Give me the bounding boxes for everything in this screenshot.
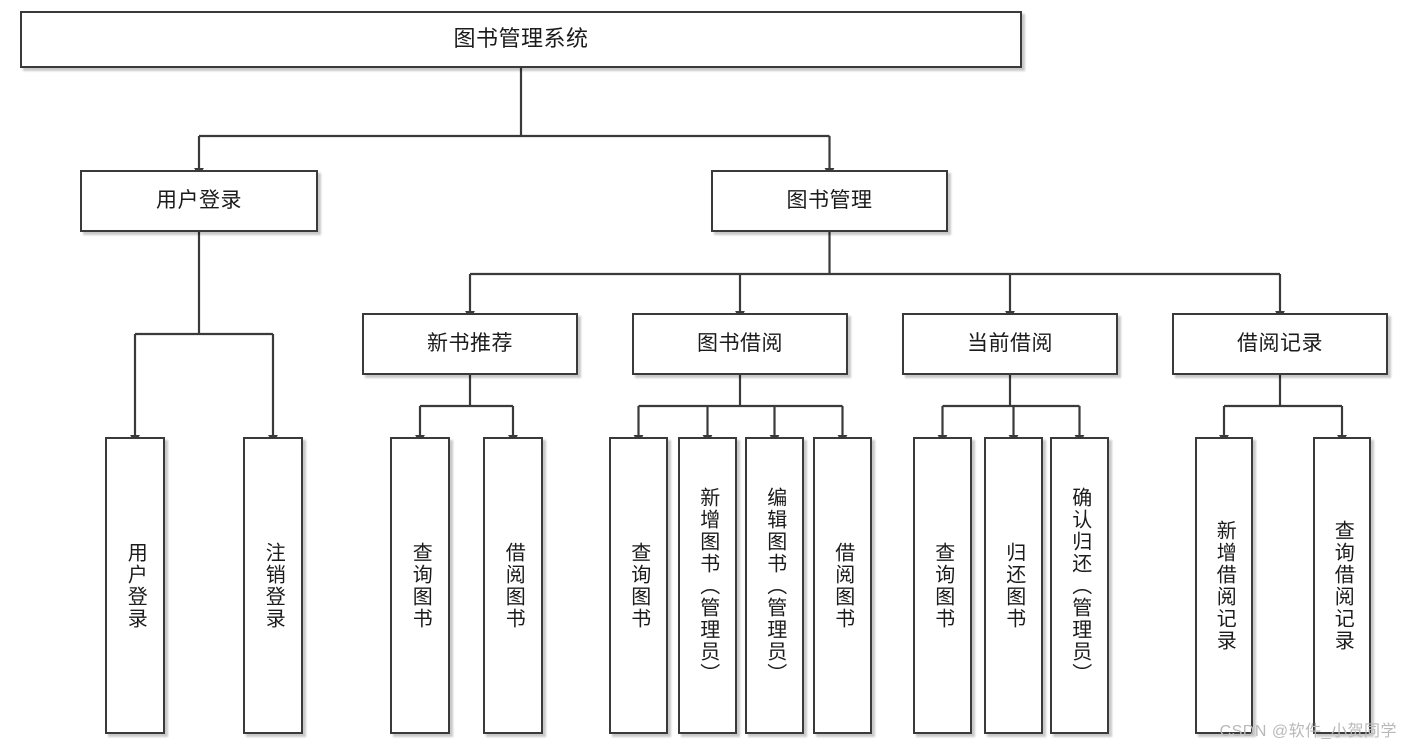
node-label: 用户登录 <box>156 189 242 213</box>
node-label: 新增借阅记录 <box>1213 519 1236 652</box>
node-label: 借阅图书 <box>502 541 525 630</box>
node-leaf-8[interactable]: 借阅图书 <box>813 437 872 734</box>
watermark: CSDN @软件_小贺同学 <box>1219 723 1397 740</box>
node-leaf-2[interactable]: 注销登录 <box>243 437 303 734</box>
node-label: 借阅记录 <box>1237 332 1323 356</box>
node-label: 图书管理 <box>786 189 873 213</box>
node-leaf-12[interactable]: 新增借阅记录 <box>1195 437 1253 734</box>
node-leaf-11[interactable]: 确认归还（管理员） <box>1050 437 1109 734</box>
node-label: 查询图书 <box>627 541 650 630</box>
node-leaf-5[interactable]: 查询图书 <box>609 437 668 734</box>
node-leaf-4[interactable]: 借阅图书 <box>483 437 543 734</box>
node-current[interactable]: 当前借阅 <box>902 313 1118 375</box>
node-borrow[interactable]: 图书借阅 <box>632 313 848 375</box>
node-label: 注销登录 <box>262 541 285 630</box>
node-label: 编辑图书（管理员） <box>763 486 786 685</box>
node-label: 查询图书 <box>931 541 954 630</box>
node-newbook[interactable]: 新书推荐 <box>362 313 578 375</box>
node-label: 图书借阅 <box>697 332 783 356</box>
node-records[interactable]: 借阅记录 <box>1172 313 1388 375</box>
node-label: 当前借阅 <box>967 332 1053 356</box>
node-leaf-6[interactable]: 新增图书（管理员） <box>678 437 737 734</box>
node-leaf-7[interactable]: 编辑图书（管理员） <box>745 437 804 734</box>
node-label: 图书管理系统 <box>453 26 589 52</box>
node-leaf-1[interactable]: 用户登录 <box>105 437 165 734</box>
node-leaf-13[interactable]: 查询借阅记录 <box>1313 437 1371 734</box>
node-root[interactable]: 图书管理系统 <box>20 11 1022 68</box>
node-label: 查询图书 <box>409 541 432 630</box>
node-label: 查询借阅记录 <box>1331 519 1354 652</box>
node-label: 新书推荐 <box>427 332 513 356</box>
node-leaf-9[interactable]: 查询图书 <box>913 437 972 734</box>
node-bookmgmt[interactable]: 图书管理 <box>711 170 948 232</box>
node-login[interactable]: 用户登录 <box>80 170 318 232</box>
node-leaf-3[interactable]: 查询图书 <box>390 437 450 734</box>
node-label: 借阅图书 <box>831 541 854 630</box>
node-label: 归还图书 <box>1002 541 1025 630</box>
node-leaf-10[interactable]: 归还图书 <box>984 437 1043 734</box>
node-label: 用户登录 <box>124 541 147 630</box>
node-label: 新增图书（管理员） <box>696 486 719 685</box>
node-label: 确认归还（管理员） <box>1068 486 1091 685</box>
